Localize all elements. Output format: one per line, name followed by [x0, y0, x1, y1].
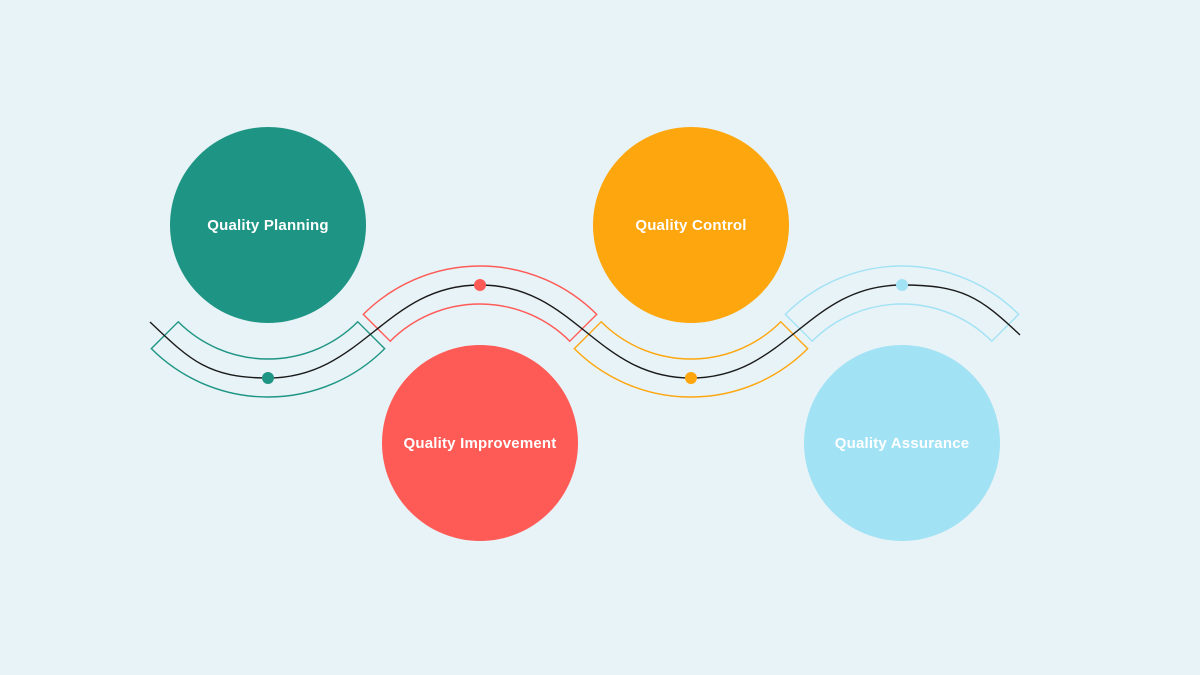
stage-quality-assurance: Quality Assurance	[804, 345, 1000, 541]
stage-label: Quality Assurance	[834, 434, 970, 452]
arc-band	[362, 265, 598, 343]
milestone-dot	[685, 372, 697, 384]
arc-band	[150, 320, 386, 398]
stage-quality-improvement: Quality Improvement	[382, 345, 578, 541]
milestone-dot	[474, 279, 486, 291]
arc-band	[784, 265, 1020, 343]
milestone-dot	[262, 372, 274, 384]
stage-label: Quality Control	[635, 216, 747, 234]
stage-label: Quality Planning	[207, 216, 329, 234]
milestone-dot	[896, 279, 908, 291]
stage-quality-planning: Quality Planning	[170, 127, 366, 323]
stage-label: Quality Improvement	[403, 434, 557, 452]
stage-quality-control: Quality Control	[593, 127, 789, 323]
arc-band	[573, 320, 809, 398]
